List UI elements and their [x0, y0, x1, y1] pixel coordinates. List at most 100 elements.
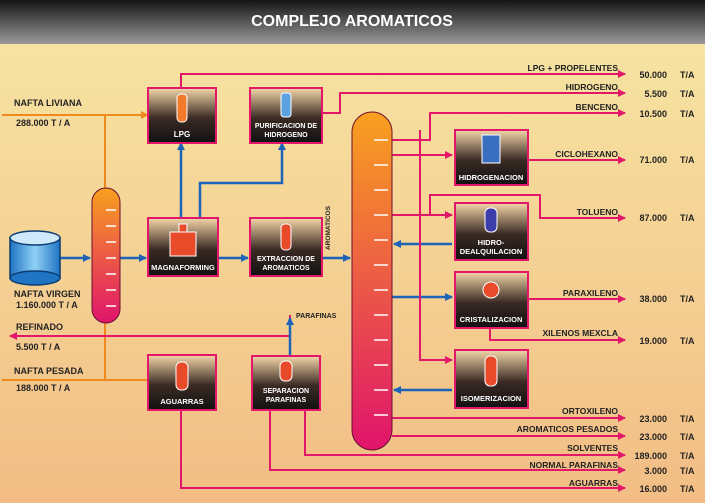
reactor-icon [169, 231, 197, 257]
output-label-refinado: REFINADO [16, 322, 63, 332]
output-qty: 19.000 [639, 336, 667, 346]
unit-label-line1: PURIFICACION DE [255, 123, 318, 130]
output-qty-refinado: 5.500 T / A [16, 342, 61, 352]
output-qty: 189.000 [634, 451, 667, 461]
output-paraxileno: PARAXILENO 38.000 T/A [563, 288, 695, 304]
output-normal-parafinas: NORMAL PARAFINAS 3.000 T/A [530, 460, 695, 476]
output-unit: T/A [680, 484, 695, 494]
unit-magnaforming: MAGNAFORMING [147, 217, 219, 277]
output-name: PARAXILENO [563, 288, 618, 298]
unit-label-line2: PARAFINAS [266, 397, 307, 404]
output-name: AROMATICOS PESADOS [517, 424, 619, 434]
header-band [0, 0, 705, 44]
output-qty: 3.000 [644, 466, 667, 476]
output-unit: T/A [680, 466, 695, 476]
feed-lines [2, 111, 149, 381]
output-name: AGUARRAS [569, 478, 618, 488]
output-name: ORTOXILENO [562, 406, 618, 416]
unit-label-line2: DEALQUILACION [460, 247, 523, 256]
input-qty-nafta-liviana: 288.000 T / A [16, 118, 71, 128]
unit-label: AGUARRAS [160, 397, 203, 406]
input-label-nafta-liviana: NAFTA LIVIANA [14, 98, 82, 108]
unit-lpg: LPG [147, 87, 217, 144]
output-qty: 38.000 [639, 294, 667, 304]
output-benceno: BENCENO 10.500 T/A [575, 102, 695, 119]
unit-hidrodealquilacion: HIDRO- DEALQUILACION [454, 202, 529, 261]
vessel-icon [280, 92, 292, 118]
output-unit: T/A [680, 70, 695, 80]
unit-label: MAGNAFORMING [151, 263, 215, 272]
output-solventes: SOLVENTES 189.000 T/A [567, 443, 695, 461]
input-label-nafta-pesada: NAFTA PESADA [14, 366, 84, 376]
stream-label-aromaticos: AROMATICOS [325, 205, 332, 250]
output-lpg-propelentes: LPG + PROPELENTES 50.000 T/A [528, 63, 695, 80]
output-name: LPG + PROPELENTES [528, 63, 619, 73]
unit-label: CRISTALIZACION [460, 315, 523, 324]
vessel-icon [484, 355, 498, 387]
internal-lines [60, 142, 453, 394]
unit-cristalizacion: CRISTALIZACION [454, 271, 529, 329]
unit-label-line1: EXTRACCION DE [257, 256, 315, 263]
input-qty-nafta-pesada: 188.000 T / A [16, 383, 71, 393]
output-aguarras: AGUARRAS 16.000 T/A [569, 478, 695, 494]
vessel-icon [175, 361, 189, 391]
output-ciclohexano: CICLOHEXANO 71.000 T/A [555, 149, 695, 165]
output-name: CICLOHEXANO [555, 149, 618, 159]
aromatics-column [351, 111, 393, 451]
output-hidrogeno: HIDROGENO 5.500 T/A [566, 82, 695, 99]
output-name: XILENOS MEXCLA [542, 328, 618, 338]
crystallizer-icon [482, 281, 500, 299]
unit-isomerizacion: ISOMERIZACION [454, 349, 529, 409]
output-qty: 10.500 [639, 109, 667, 119]
unit-extraccion-aromaticos: EXTRACCION DE AROMATICOS [249, 217, 323, 277]
unit-label-line2: AROMATICOS [262, 265, 310, 272]
output-qty: 5.500 [644, 89, 667, 99]
output-aromaticos-pesados: AROMATICOS PESADOS 23.000 T/A [517, 424, 695, 442]
output-qty: 50.000 [639, 70, 667, 80]
output-ortoxileno: ORTOXILENO 23.000 T/A [562, 406, 695, 424]
unit-hidrogenacion: HIDROGENACION [454, 129, 529, 186]
diagram-title: COMPLEJO AROMATICOS [251, 13, 453, 30]
unit-label: ISOMERIZACION [461, 394, 521, 403]
output-tolueno: TOLUENO 87.000 T/A [577, 207, 695, 223]
output-name: HIDROGENO [566, 82, 619, 92]
unit-label: HIDROGENACION [459, 173, 524, 182]
output-qty: 23.000 [639, 414, 667, 424]
stream-label-parafinas: PARAFINAS [296, 313, 337, 320]
output-name: BENCENO [575, 102, 618, 112]
unit-label-line1: HIDRO- [478, 238, 505, 247]
output-name: SOLVENTES [567, 443, 618, 453]
unit-aguarras: AGUARRAS [147, 354, 217, 411]
output-unit: T/A [680, 109, 695, 119]
input-label-nafta-virgen: NAFTA VIRGEN [14, 289, 81, 299]
output-unit: T/A [680, 213, 695, 223]
distillation-column-small [91, 187, 121, 324]
output-unit: T/A [680, 89, 695, 99]
output-xilenos-mexcla: XILENOS MEXCLA 19.000 T/A [542, 328, 695, 346]
output-qty: 87.000 [639, 213, 667, 223]
output-qty: 16.000 [639, 484, 667, 494]
output-unit: T/A [680, 155, 695, 165]
vessel-icon [280, 223, 292, 251]
vessel-icon [279, 360, 293, 382]
exchanger-icon [481, 134, 501, 164]
unit-purificacion-hidrogeno: PURIFICACION DE HIDROGENO [249, 87, 323, 144]
product-lines [180, 70, 626, 492]
output-qty: 71.000 [639, 155, 667, 165]
unit-label-line2: HIDROGENO [264, 132, 308, 139]
vessel-icon [484, 207, 498, 233]
output-unit: T/A [680, 336, 695, 346]
unit-separacion-parafinas: SEPARACION PARAFINAS [251, 355, 321, 411]
output-unit: T/A [680, 294, 695, 304]
output-name: TOLUENO [577, 207, 619, 217]
unit-label: LPG [174, 130, 190, 139]
output-name: NORMAL PARAFINAS [530, 460, 619, 470]
output-unit: T/A [680, 414, 695, 424]
output-qty: 23.000 [639, 432, 667, 442]
input-qty-nafta-virgen: 1.160.000 T / A [16, 300, 78, 310]
vessel-icon [176, 93, 188, 123]
unit-label-line1: SEPARACION [263, 388, 309, 395]
feed-tank [9, 230, 61, 286]
